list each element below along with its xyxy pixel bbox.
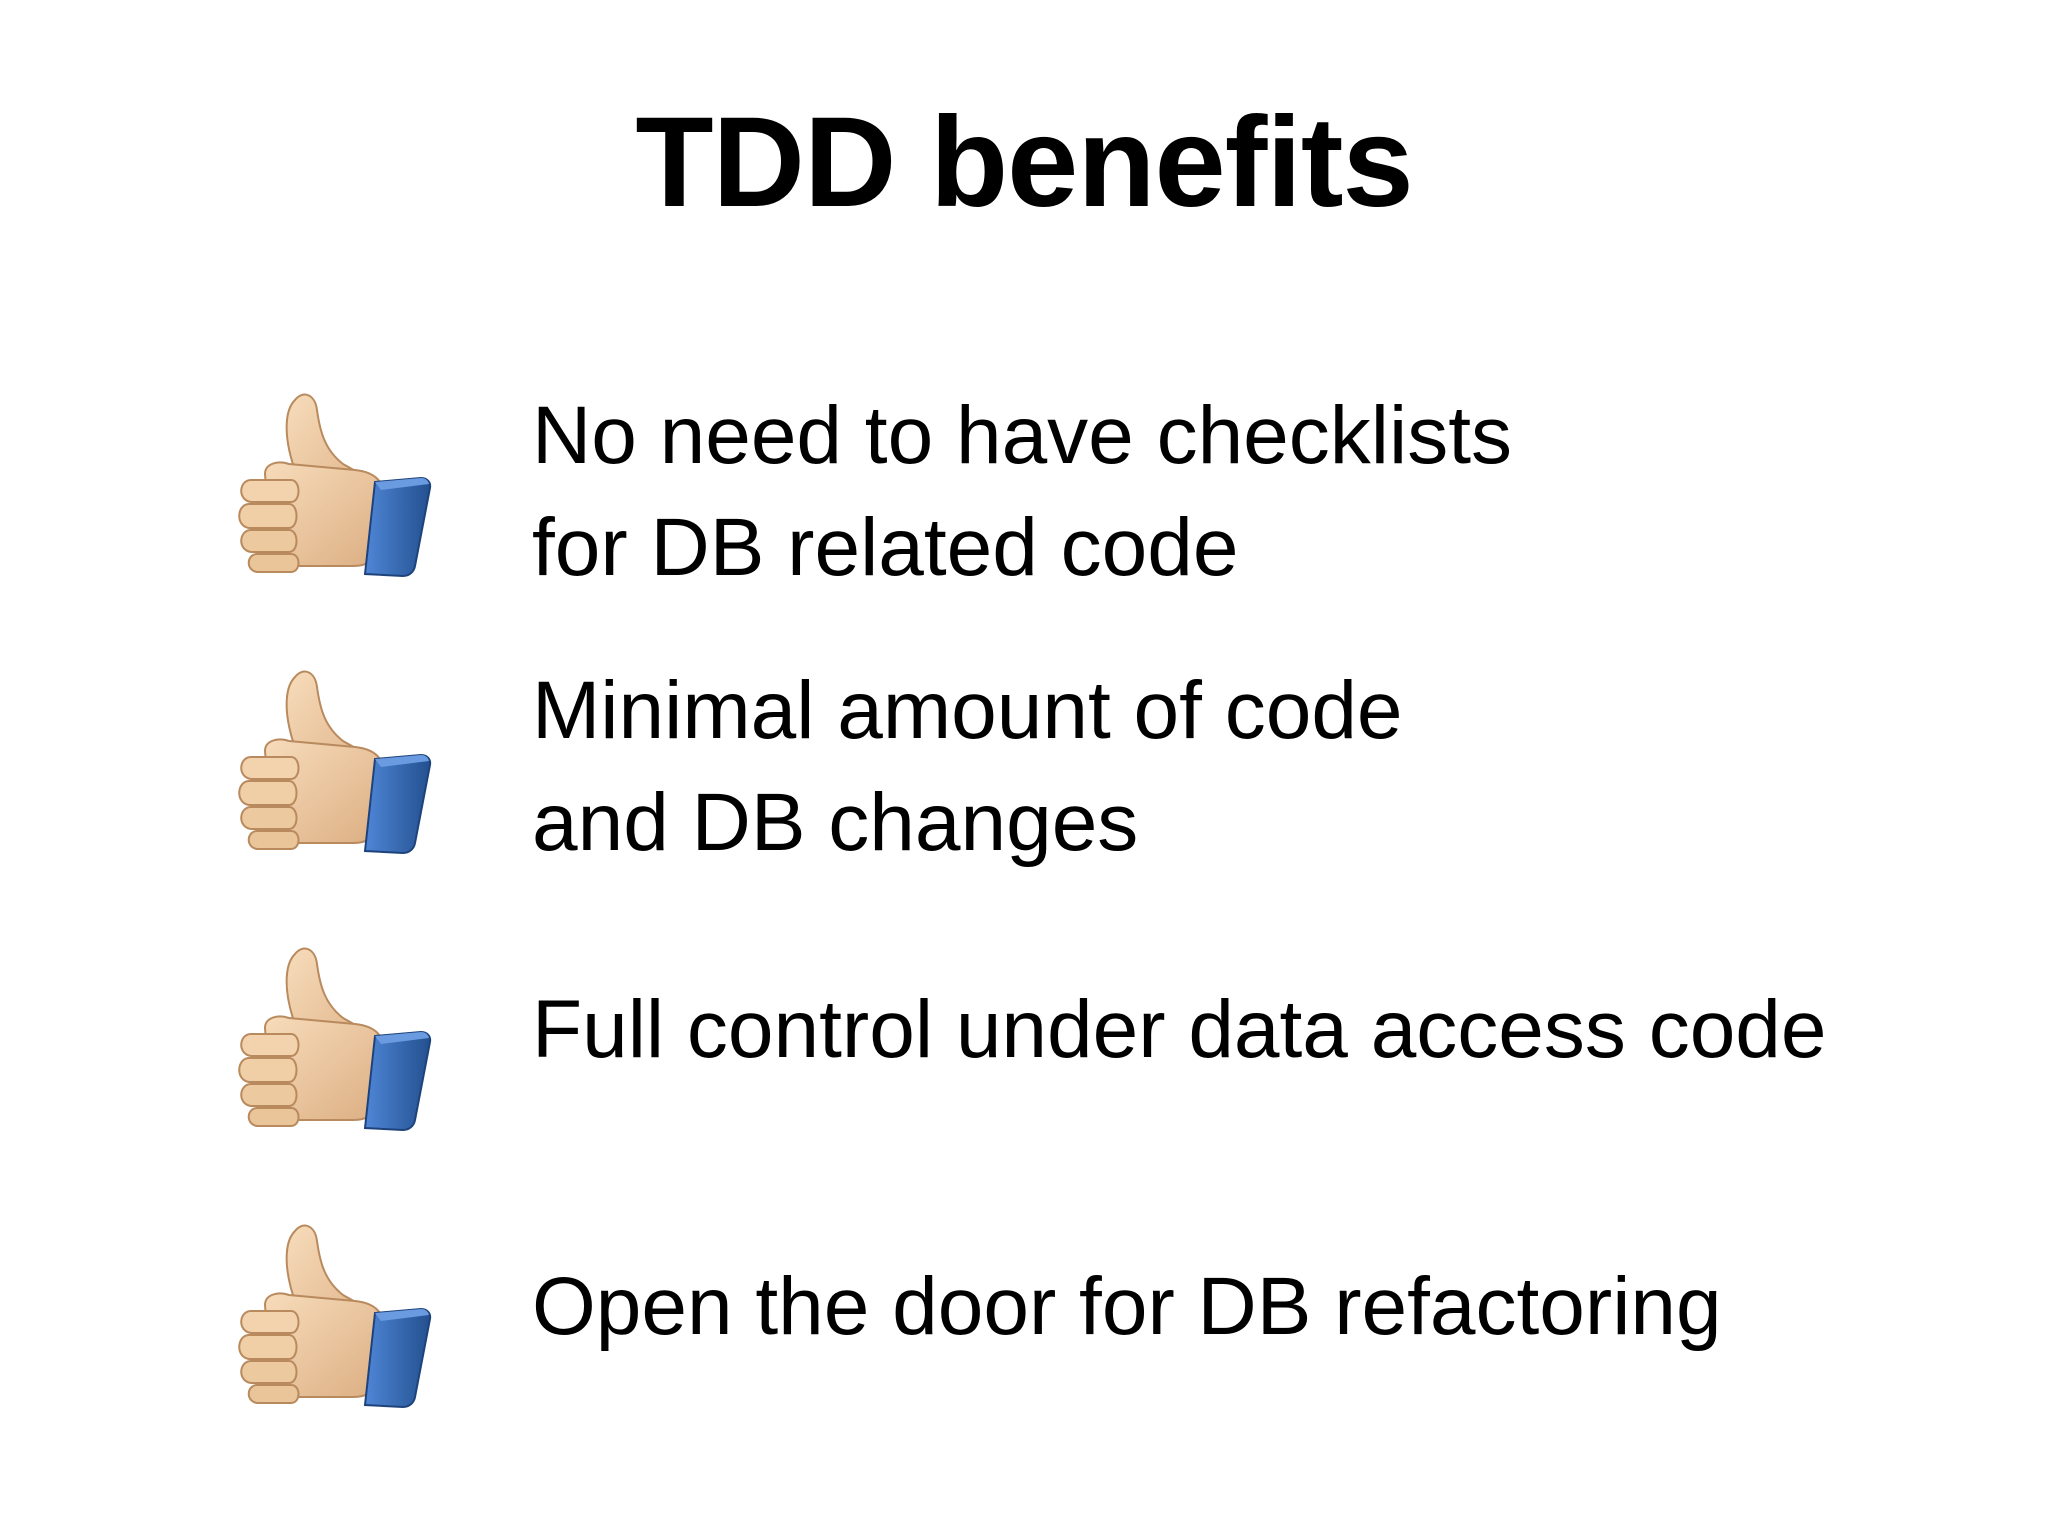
- thumbs-up-icon: [225, 380, 435, 580]
- bullet-item-1: No need to have checklists for DB relate…: [225, 380, 1925, 593]
- bullet-text-4: Open the door for DB refactoring: [532, 1251, 1722, 1363]
- bullet-item-3: Full control under data access code: [225, 934, 1925, 1144]
- bullet-text-line: and DB changes: [532, 777, 1139, 868]
- bullet-text-line: Minimal amount of code: [532, 665, 1403, 756]
- bullet-item-4: Open the door for DB refactoring: [225, 1211, 1925, 1421]
- thumbs-up-icon: [225, 1211, 435, 1411]
- bullet-text-line: No need to have checklists: [532, 390, 1512, 481]
- bullet-text-3: Full control under data access code: [532, 974, 1827, 1086]
- slide-title: TDD benefits: [635, 91, 1413, 234]
- thumbs-up-icon: [225, 934, 435, 1134]
- bullet-text-line: Full control under data access code: [532, 984, 1827, 1075]
- bullet-text-1: No need to have checklists for DB relate…: [532, 380, 1512, 604]
- thumbs-up-icon: [225, 657, 435, 857]
- bullet-item-2: Minimal amount of code and DB changes: [225, 657, 1925, 868]
- bullet-text-line: Open the door for DB refactoring: [532, 1261, 1722, 1352]
- bullet-text-2: Minimal amount of code and DB changes: [532, 655, 1403, 879]
- bullet-text-line: for DB related code: [532, 502, 1239, 593]
